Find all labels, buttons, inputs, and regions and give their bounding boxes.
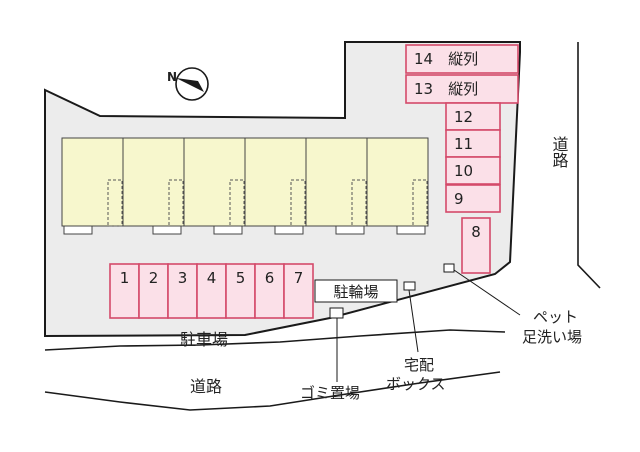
unit-entrance-step [152,225,182,235]
unit-stair-outline [168,179,184,227]
parking-space-number: 4 [207,269,217,287]
road-right-label: 道路 [550,136,569,168]
parking-space-number: 9 [454,190,464,208]
parking-space: 14 縦列 [405,44,519,74]
building-unit [183,137,246,227]
unit-stair-outline [351,179,367,227]
compass-north-label: N [167,70,177,84]
unit-entrance-step [63,225,93,235]
parking-space: 13 縦列 [405,74,519,104]
parking-space-box [445,102,501,131]
garbage-marker [329,307,344,319]
parking-space-number: 13 縦列 [414,80,478,98]
unit-stair-outline [290,179,306,227]
garbage-label: ゴミ置場 [300,384,360,402]
leader-lines [336,269,521,382]
bicycle-parking-label: 駐輪場 [333,283,378,301]
parking-space-box [283,263,314,319]
parking-space-box [445,156,501,185]
parking-space: 2 [138,263,169,319]
bicycle-parking-box [314,279,398,303]
parking-space-number: 7 [294,269,304,287]
parking-space: 6 [254,263,285,319]
delivery-leader [408,289,419,353]
parking-space-number: 6 [265,269,275,287]
road-edge-lower [44,371,501,411]
parking-space-box [445,184,501,213]
unit-stair-outline [229,179,245,227]
parking-space-box [405,44,519,74]
parking-space: 4 [196,263,227,319]
parking-space-number: 5 [236,269,246,287]
parking-space-box [109,263,140,319]
parking-space-box [167,263,198,319]
parking-space: 1 [109,263,140,319]
road-bottom-label: 道路 [190,377,222,396]
parking-space: 11 [445,129,501,158]
pet-wash-label-1: ペット [533,308,578,326]
parking-space-number: 8 [471,223,481,241]
north-arrow-icon [176,78,204,92]
parking-space: 3 [167,263,198,319]
parking-space-number: 11 [454,135,473,153]
pet-wash-marker [443,263,455,273]
parking-space: 9 [445,184,501,213]
unit-entrance-step [274,225,304,235]
parking-space-number: 1 [120,269,130,287]
parking-space-box [138,263,169,319]
parking-space-number: 12 [454,108,473,126]
parking-space: 5 [225,263,256,319]
delivery-box-label-2: ボックス [386,375,446,393]
parking-space: 12 [445,102,501,131]
delivery-box-marker [403,281,416,291]
parking-space-number: 10 [454,162,473,180]
unit-stair-outline [412,179,428,227]
delivery-box-label-1: 宅配 [404,356,434,374]
parking-space: 7 [283,263,314,319]
parking-space: 10 [445,156,501,185]
unit-stair-outline [107,179,123,227]
road-edge-right [577,42,601,289]
pet-wash-label-2: 足洗い場 [522,328,582,346]
parking-space-box [461,217,491,274]
building-unit [122,137,185,227]
parking-space-box [254,263,285,319]
parking-space: 8 [461,217,491,274]
building-unit [61,137,124,227]
unit-entrance-step [335,225,365,235]
unit-entrance-step [213,225,243,235]
pet-wash-leader [453,269,521,316]
unit-entrance-step [396,225,426,235]
building-unit [305,137,368,227]
building-unit [366,137,429,227]
parking-space-number: 14 縦列 [414,50,478,68]
building-unit [244,137,307,227]
apartment-building [61,137,429,235]
parking-lot-label: 駐車場 [180,330,228,349]
parking-space-number: 2 [149,269,159,287]
road-edge-upper [44,329,506,351]
compass: N [167,67,209,101]
parking-space-number: 3 [178,269,188,287]
road-bottom-edges [44,42,601,411]
bicycle-parking: 駐輪場 [314,279,398,303]
